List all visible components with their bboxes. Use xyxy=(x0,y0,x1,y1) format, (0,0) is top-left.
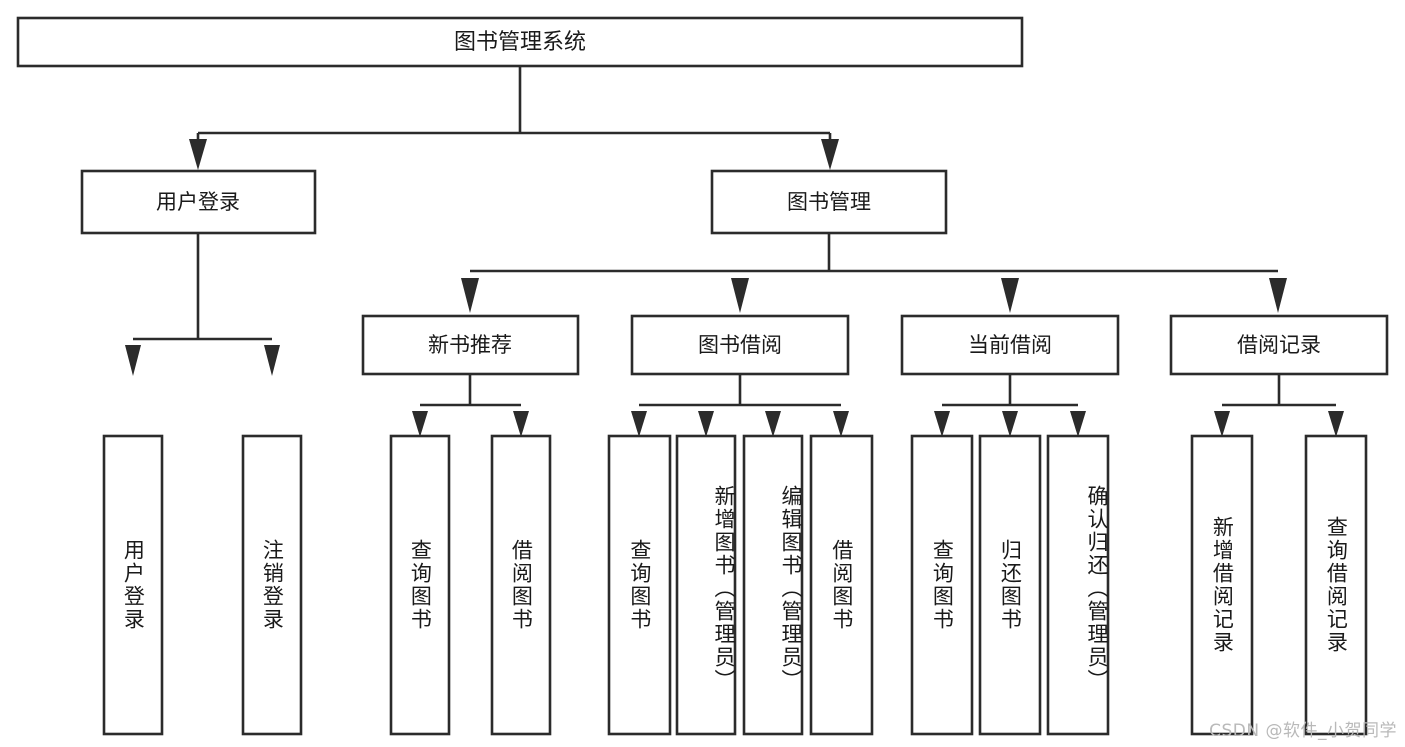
node-book-manage-box[interactable] xyxy=(710,169,948,235)
node-root[interactable]: 图书管理系统 xyxy=(16,16,1024,68)
csdn-watermark: CSDN @软件_小贺同学 xyxy=(1209,721,1397,741)
arrow-bb-leaf-4 xyxy=(833,411,849,437)
node-book-borrow-box[interactable] xyxy=(630,314,850,376)
arrow-bb-leaf-1 xyxy=(631,411,647,437)
node-user-login[interactable]: 用户登录 xyxy=(80,169,317,235)
node-current-borrow-box[interactable] xyxy=(900,314,1120,376)
arrow-to-new-book xyxy=(461,278,479,313)
arrow-cb-leaf-3 xyxy=(1070,411,1086,437)
arrow-to-leaf-logout xyxy=(264,345,280,376)
arrow-to-book-borrow xyxy=(731,278,749,313)
leaf-box-user-login[interactable] xyxy=(102,434,164,736)
node-borrow-record-label: 借阅记录 xyxy=(1237,333,1321,357)
leaf-box-bb-add-book[interactable] xyxy=(675,434,737,736)
arrow-cb-leaf-2 xyxy=(1002,411,1018,437)
leaf-box-cb-confirm-return[interactable] xyxy=(1046,434,1110,736)
leaf-box-br-add-record[interactable] xyxy=(1190,434,1254,736)
node-book-borrow-label: 图书借阅 xyxy=(698,333,782,357)
arrow-bb-leaf-3 xyxy=(765,411,781,437)
node-current-borrow[interactable]: 当前借阅 xyxy=(900,314,1120,376)
leaf-box-cb-query-book[interactable] xyxy=(910,434,974,736)
node-borrow-record[interactable]: 借阅记录 xyxy=(1169,314,1389,376)
node-book-manage[interactable]: 图书管理 xyxy=(710,169,948,235)
leaf-box-bb-query-book[interactable] xyxy=(607,434,672,736)
node-root-box[interactable] xyxy=(16,16,1024,68)
arrow-nb-leaf-1 xyxy=(412,411,428,437)
node-current-borrow-label: 当前借阅 xyxy=(968,333,1052,357)
arrow-br-leaf-2 xyxy=(1328,411,1344,437)
arrow-cb-leaf-1 xyxy=(934,411,950,437)
arrow-to-borrow-record xyxy=(1269,278,1287,313)
node-book-borrow[interactable]: 图书借阅 xyxy=(630,314,850,376)
arrow-to-user-login xyxy=(189,139,207,170)
arrow-to-leaf-user-login xyxy=(125,345,141,376)
leaf-box-cb-return-book[interactable] xyxy=(978,434,1042,736)
leaf-box-br-query-record[interactable] xyxy=(1304,434,1368,736)
node-root-label: 图书管理系统 xyxy=(454,30,586,55)
leaf-box-nb-query-book[interactable] xyxy=(389,434,451,736)
leaf-box-bb-borrow-book[interactable] xyxy=(809,434,874,736)
arrow-bb-leaf-2 xyxy=(698,411,714,437)
node-book-manage-label: 图书管理 xyxy=(787,190,871,214)
node-user-login-label: 用户登录 xyxy=(156,190,240,214)
node-new-book-recommend[interactable]: 新书推荐 xyxy=(361,314,580,376)
node-borrow-record-box[interactable] xyxy=(1169,314,1389,376)
arrow-to-current-borrow xyxy=(1001,278,1019,313)
node-new-book-recommend-label: 新书推荐 xyxy=(428,333,512,357)
arrow-br-leaf-1 xyxy=(1214,411,1230,437)
leaf-box-bb-edit-book[interactable] xyxy=(742,434,804,736)
arrow-nb-leaf-2 xyxy=(513,411,529,437)
arrow-to-book-manage xyxy=(821,139,839,170)
leaf-box-logout[interactable] xyxy=(241,434,303,736)
node-new-book-recommend-box[interactable] xyxy=(361,314,580,376)
leaf-box-nb-borrow-book[interactable] xyxy=(490,434,552,736)
